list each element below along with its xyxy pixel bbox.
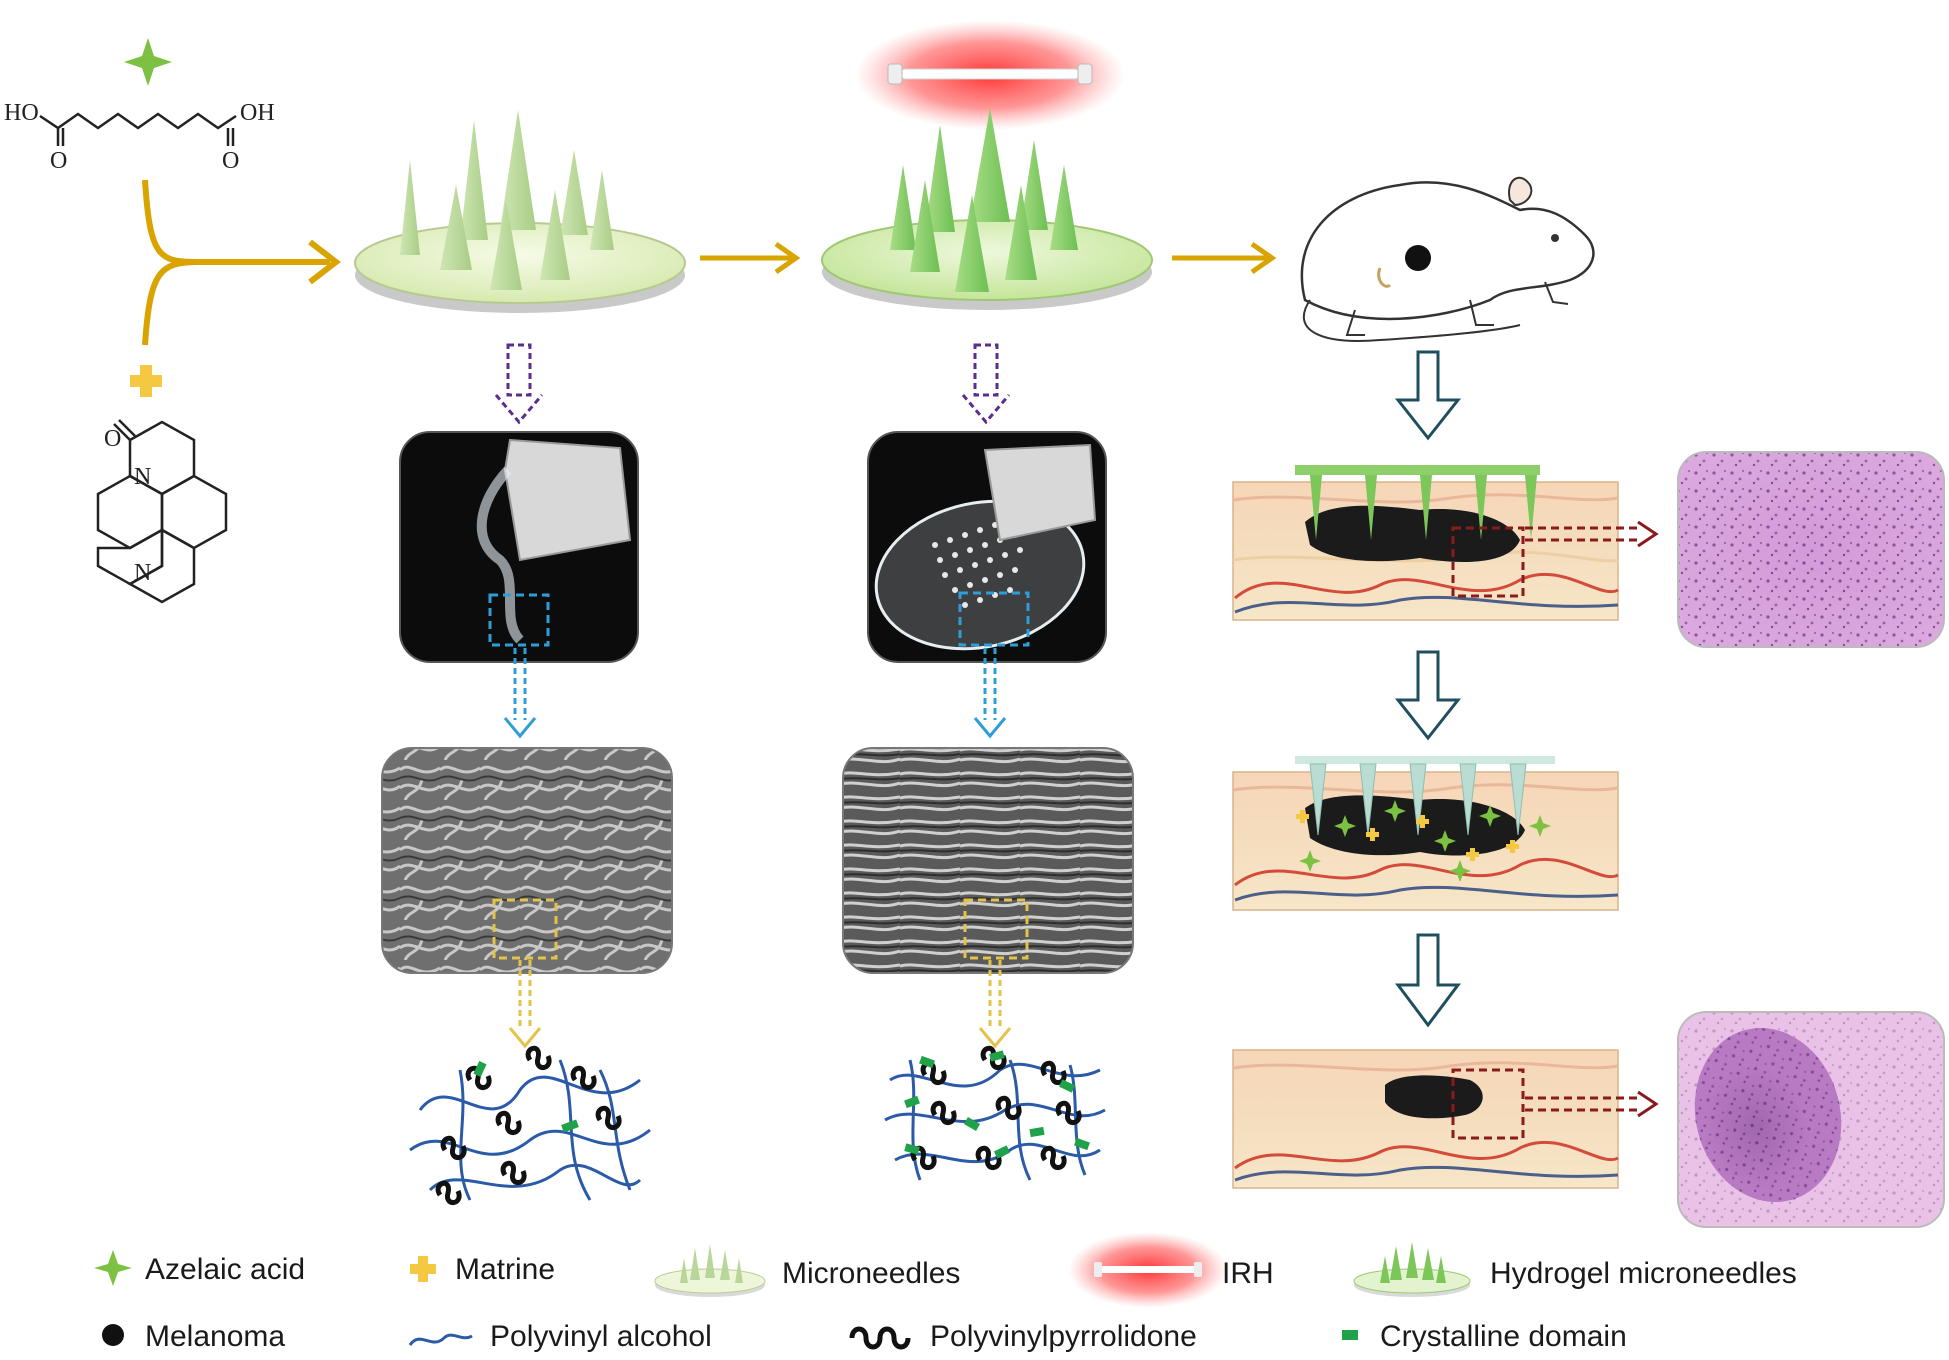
melanoma-dot bbox=[1405, 245, 1431, 271]
sem-image-1 bbox=[381, 747, 673, 974]
azelaic-left-label: HO bbox=[4, 100, 39, 126]
azelaic-acid-structure: HO OH O O bbox=[4, 38, 275, 174]
photo-microneedle-patch-1 bbox=[399, 431, 639, 663]
legend-item-polyvinyl-alcohol: Polyvinyl alcohol bbox=[408, 1320, 712, 1353]
green-bar-icon bbox=[1342, 1330, 1358, 1340]
legend-label-hydrogel-microneedles: Hydrogel microneedles bbox=[1490, 1257, 1797, 1290]
photo-microneedle-patch-2 bbox=[867, 431, 1107, 663]
gold-arrow-2 bbox=[1172, 241, 1277, 275]
gold-arrow-1 bbox=[700, 241, 801, 275]
blue-wave-icon bbox=[408, 1333, 473, 1346]
legend-item-hydrogel-microneedles: Hydrogel microneedles bbox=[1353, 1242, 1797, 1297]
green-star-icon bbox=[94, 1250, 132, 1286]
skin-section-3 bbox=[1232, 1049, 1619, 1189]
skin-section-1 bbox=[1232, 465, 1619, 621]
histology-image-1 bbox=[1677, 451, 1945, 648]
cyan-dashed-arrow-1 bbox=[503, 648, 537, 739]
legend-item-polyvinylpyrrolidone: Polyvinylpyrrolidone bbox=[849, 1320, 1197, 1353]
azelaic-chain bbox=[39, 112, 237, 130]
matrine-oxygen: O bbox=[104, 426, 121, 452]
yellow-cross-icon bbox=[130, 365, 162, 397]
teal-arrow-3 bbox=[1395, 933, 1461, 1028]
infrared-heater-icon bbox=[1068, 1232, 1228, 1308]
legend-label-irh: IRH bbox=[1222, 1257, 1274, 1290]
mouse-illustration bbox=[1300, 176, 1595, 342]
matrine-structure: O N N bbox=[96, 365, 228, 604]
polymer-network-2 bbox=[884, 1045, 1106, 1181]
legend-label-microneedles: Microneedles bbox=[782, 1257, 960, 1290]
legend-label-matrine: Matrine bbox=[455, 1253, 555, 1286]
matrine-nitrogen-bottom: N bbox=[134, 560, 151, 586]
microneedle-patch-icon bbox=[654, 1244, 766, 1297]
legend-item-azelaic-acid: Azelaic acid bbox=[94, 1250, 305, 1286]
darkred-dashed-arrow-2 bbox=[1525, 1090, 1659, 1118]
azelaic-oxygen-left: O bbox=[50, 148, 67, 174]
matrine-nitrogen-top: N bbox=[134, 464, 151, 490]
purple-dashed-arrow-2 bbox=[961, 343, 1011, 425]
legend: Azelaic acid Matrine Microneedles bbox=[94, 1232, 1797, 1353]
yellow-cross-icon bbox=[410, 1256, 436, 1282]
legend-item-matrine: Matrine bbox=[410, 1253, 555, 1286]
azelaic-oxygen-right: O bbox=[222, 148, 239, 174]
microneedle-patch bbox=[354, 110, 686, 313]
cyan-dashed-arrow-2 bbox=[973, 648, 1007, 739]
green-star-icon bbox=[124, 38, 172, 86]
legend-label-melanoma: Melanoma bbox=[145, 1320, 285, 1353]
legend-item-microneedles: Microneedles bbox=[654, 1244, 960, 1297]
yellow-dashed-arrow-1 bbox=[508, 960, 542, 1049]
black-dot-icon bbox=[102, 1324, 124, 1346]
legend-label-polyvinylpyrrolidone: Polyvinylpyrrolidone bbox=[930, 1320, 1197, 1353]
legend-item-melanoma: Melanoma bbox=[102, 1320, 285, 1353]
legend-label-polyvinyl-alcohol: Polyvinyl alcohol bbox=[490, 1320, 712, 1353]
hydrogel-microneedle-icon bbox=[1353, 1242, 1471, 1297]
legend-item-irh: IRH bbox=[1068, 1232, 1274, 1308]
yellow-dashed-arrow-2 bbox=[978, 960, 1012, 1049]
sem-image-2 bbox=[842, 747, 1134, 974]
hydrogel-microneedle-patch bbox=[821, 108, 1153, 310]
infrared-heater bbox=[855, 20, 1125, 130]
teal-arrow-1 bbox=[1394, 350, 1462, 441]
skin-section-2 bbox=[1232, 756, 1619, 911]
legend-label-crystalline-domain: Crystalline domain bbox=[1380, 1320, 1627, 1353]
merge-arrow bbox=[142, 179, 341, 346]
polymer-network-1 bbox=[409, 1045, 651, 1205]
darkred-dashed-arrow-1 bbox=[1525, 520, 1659, 548]
black-wave-icon bbox=[849, 1326, 911, 1350]
histology-image-2 bbox=[1677, 1011, 1945, 1228]
teal-arrow-2 bbox=[1394, 650, 1462, 741]
legend-item-crystalline-domain: Crystalline domain bbox=[1342, 1320, 1627, 1353]
legend-label-azelaic-acid: Azelaic acid bbox=[145, 1253, 305, 1286]
azelaic-right-label: OH bbox=[240, 100, 275, 126]
purple-dashed-arrow-1 bbox=[494, 343, 544, 425]
